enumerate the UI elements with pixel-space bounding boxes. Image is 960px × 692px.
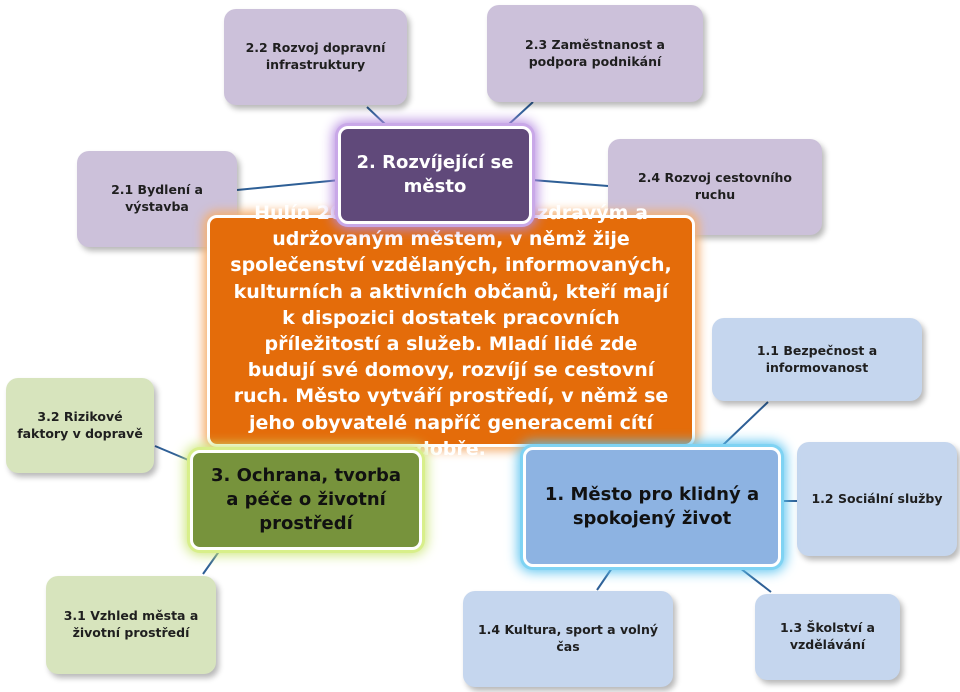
connector-3-2 xyxy=(154,445,194,463)
pillar-2-label: 2. Rozvíjející se město xyxy=(356,151,514,197)
pillar-1-label: 1. Město pro klidný a spokojený život xyxy=(544,483,760,529)
goal-2-3-label: 2.3 Zaměstnanost a podpora podnikání xyxy=(525,36,665,69)
connector-2-3 xyxy=(507,101,534,126)
goal-1-4-label: 1.4 Kultura, sport a volný čas xyxy=(477,622,659,654)
pillar-2-box: 2. Rozvíjející se město xyxy=(338,126,532,224)
goal-1-3-label: 1.3 Školství a vzdělávání xyxy=(780,620,875,652)
goal-3-2-label: 3.2 Rizikové faktory v dopravě xyxy=(17,408,143,441)
goal-2-2-box: 2.2 Rozvoj dopravní infrastruktury xyxy=(224,9,407,105)
goal-2-1-label: 2.1 Bydlení a výstavba xyxy=(111,182,203,214)
connector-1-4 xyxy=(596,567,613,591)
connector-3-1 xyxy=(202,549,221,575)
pillar-3-label: 3. Ochrana, tvorba a péče o životní pros… xyxy=(210,464,402,535)
goal-2-3-box: 2.3 Zaměstnanost a podpora podnikání xyxy=(487,5,703,102)
pillar-1-box: 1. Město pro klidný a spokojený život xyxy=(523,447,781,567)
goal-3-2-box: 3.2 Rizikové faktory v dopravě xyxy=(6,378,154,473)
pillar-3-box: 3. Ochrana, tvorba a péče o životní pros… xyxy=(190,450,422,550)
goal-1-3-box: 1.3 Školství a vzdělávání xyxy=(755,594,900,680)
goal-1-1-box: 1.1 Bezpečnost a informovanost xyxy=(712,318,922,401)
goal-2-4-box: 2.4 Rozvoj cestovního ruchu xyxy=(608,139,822,235)
goal-1-1-label: 1.1 Bezpečnost a informovanost xyxy=(756,342,878,375)
goal-2-4-label: 2.4 Rozvoj cestovního ruchu xyxy=(637,170,793,202)
vision-box: Hulín 2020 je bezpečným, zdravým a udržo… xyxy=(207,202,695,460)
goal-1-2-box: 1.2 Sociální služby xyxy=(797,442,957,556)
connector-1-3 xyxy=(739,567,772,593)
goal-1-4-box: 1.4 Kultura, sport a volný čas xyxy=(463,591,673,687)
connector-2-4 xyxy=(531,179,609,187)
goal-3-1-label: 3.1 Vzhled města a životní prostředí xyxy=(63,608,199,640)
goal-3-1-box: 3.1 Vzhled města a životní prostředí xyxy=(46,576,216,674)
goal-1-2-label: 1.2 Sociální služby xyxy=(811,490,943,506)
vision-text: Hulín 2020 je bezpečným, zdravým a udržo… xyxy=(230,201,672,460)
goal-2-2-label: 2.2 Rozvoj dopravní infrastruktury xyxy=(245,40,386,72)
connector-2-1 xyxy=(236,179,341,191)
connector-1-1 xyxy=(721,401,769,447)
connector-2-2 xyxy=(366,106,387,126)
